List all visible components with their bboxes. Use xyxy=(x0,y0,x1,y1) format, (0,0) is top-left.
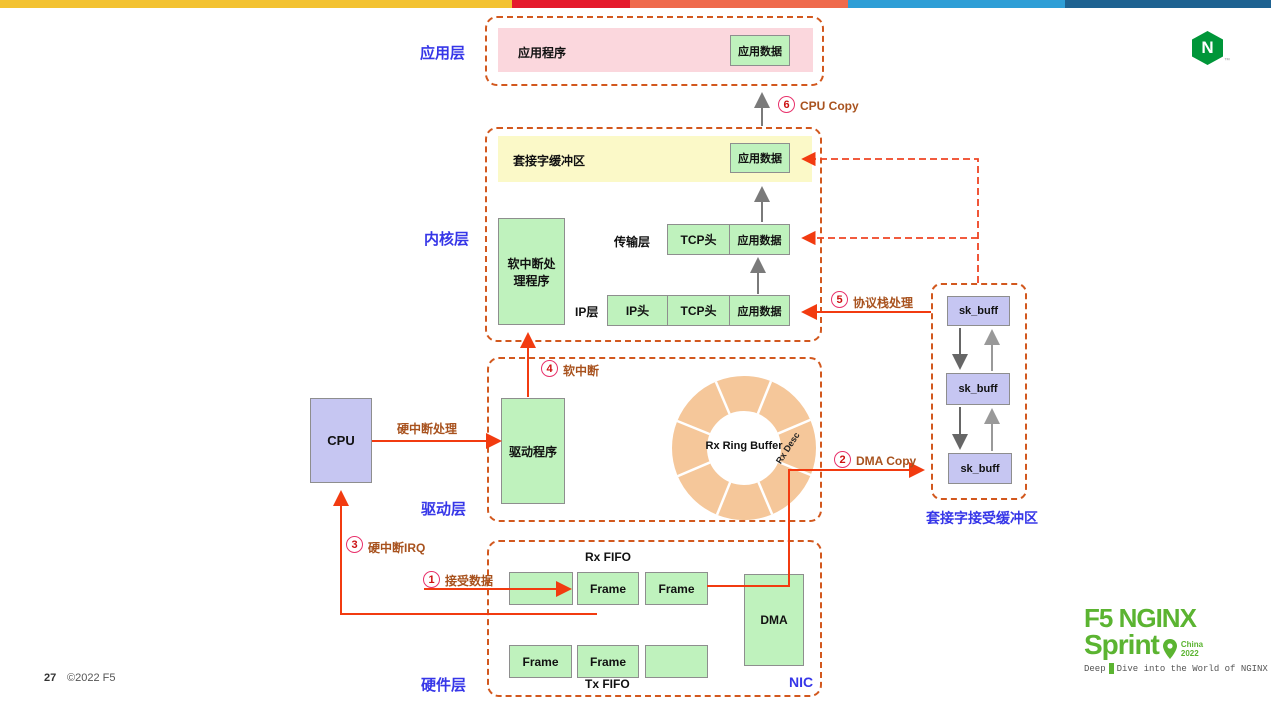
sprint-tagline-right: Dive into the World of NGINX xyxy=(1116,663,1268,674)
socket-buffer-label: 套接字缓冲区 xyxy=(513,154,586,168)
application-data-chip: 应用数据 xyxy=(730,35,790,66)
tagline-divider-bar xyxy=(1108,663,1114,674)
transport-tcp-header-cell: TCP头 xyxy=(667,224,730,255)
step-2-badge: 2 xyxy=(834,451,851,468)
ip-layer-label: IP层 xyxy=(575,305,599,319)
step-3-label: 硬中断IRQ xyxy=(368,541,426,555)
step-1-label: 接受数据 xyxy=(445,574,494,588)
step-4-label: 软中断 xyxy=(563,364,600,378)
tx-fifo-frame-2: Frame xyxy=(577,645,639,678)
rx-fifo-slot-empty xyxy=(509,572,573,605)
sprint-tagline-left: Deep xyxy=(1084,663,1106,674)
step-2-label: DMA Copy xyxy=(856,454,917,468)
top-bar-navy-segment xyxy=(1065,0,1271,8)
step-6-label: CPU Copy xyxy=(800,99,859,113)
top-color-bar xyxy=(0,0,1271,8)
rx-fifo-frame-1: Frame xyxy=(577,572,639,605)
top-bar-orange-segment xyxy=(630,0,848,8)
step-4-badge: 4 xyxy=(541,360,558,377)
application-layer-label: 应用层 xyxy=(420,45,466,62)
hard-irq-processing-label: 硬中断处理 xyxy=(397,422,458,436)
tx-fifo-frame-1: Frame xyxy=(509,645,572,678)
sprint-logo-line2: Sprint xyxy=(1084,629,1160,660)
nginx-logo-icon: N xyxy=(1192,31,1223,65)
transport-layer-label: 传输层 xyxy=(614,235,651,249)
driver-program-box: 驱动程序 xyxy=(501,398,565,504)
copyright: ©2022 F5 xyxy=(67,672,116,684)
step-5-badge: 5 xyxy=(831,291,848,308)
socket-recv-buffer-label: 套接字接受缓冲区 xyxy=(926,510,1038,526)
driver-layer-label: 驱动层 xyxy=(421,501,467,518)
ip-header-cell: IP头 xyxy=(607,295,668,326)
tx-fifo-label: Tx FIFO xyxy=(585,677,630,691)
step-3-badge: 3 xyxy=(346,536,363,553)
sprint-logo-line1: F5 NGINX xyxy=(1084,603,1197,633)
rx-fifo-label: Rx FIFO xyxy=(585,550,632,564)
page-number: 27 xyxy=(44,672,57,684)
ip-app-data-cell: 应用数据 xyxy=(729,295,790,326)
dma-box: DMA xyxy=(744,574,804,666)
sk-buff-3: sk_buff xyxy=(948,453,1012,484)
nginx-trademark: ™ xyxy=(1224,58,1230,64)
location-pin-icon xyxy=(1162,639,1177,659)
softirq-handler-box: 软中断处 理程序 xyxy=(498,218,565,325)
step-1-badge: 1 xyxy=(423,571,440,588)
sk-buff-1: sk_buff xyxy=(947,296,1010,326)
step-5-label: 协议栈处理 xyxy=(853,296,914,310)
step-6-badge: 6 xyxy=(778,96,795,113)
cpu-box: CPU xyxy=(310,398,372,483)
rx-ring-buffer-label: Rx Ring Buffer xyxy=(705,440,783,452)
rx-fifo-frame-2: Frame xyxy=(645,572,708,605)
transport-app-data-cell: 应用数据 xyxy=(729,224,790,255)
hardware-layer-label: 硬件层 xyxy=(421,677,467,694)
nic-box xyxy=(487,540,822,697)
application-layer-box xyxy=(485,16,824,86)
top-bar-red-segment xyxy=(512,0,630,8)
socket-recv-buffer-box xyxy=(931,283,1027,500)
top-bar-yellow-segment xyxy=(0,0,512,8)
sprint-logo-location: China xyxy=(1180,640,1204,650)
sprint-tagline: Deep Dive into the World of NGINX xyxy=(1084,663,1269,674)
sprint-logo: F5 NGINX Sprint China 2022 Deep Dive int… xyxy=(1084,605,1269,674)
sprint-logo-year: 2022 xyxy=(1180,649,1199,659)
nic-label: NIC xyxy=(789,674,814,690)
top-bar-blue-segment xyxy=(848,0,1065,8)
socket-buffer-data-chip: 应用数据 xyxy=(730,143,790,173)
tx-fifo-slot-empty xyxy=(645,645,708,678)
dashed-link-to-socket-buffer xyxy=(801,151,979,283)
nginx-logo-letter: N xyxy=(1201,38,1214,57)
sk-buff-2: sk_buff xyxy=(946,373,1010,405)
application-program-label: 应用程序 xyxy=(518,46,567,60)
kernel-layer-label: 内核层 xyxy=(424,231,470,248)
ip-tcp-header-cell: TCP头 xyxy=(667,295,730,326)
